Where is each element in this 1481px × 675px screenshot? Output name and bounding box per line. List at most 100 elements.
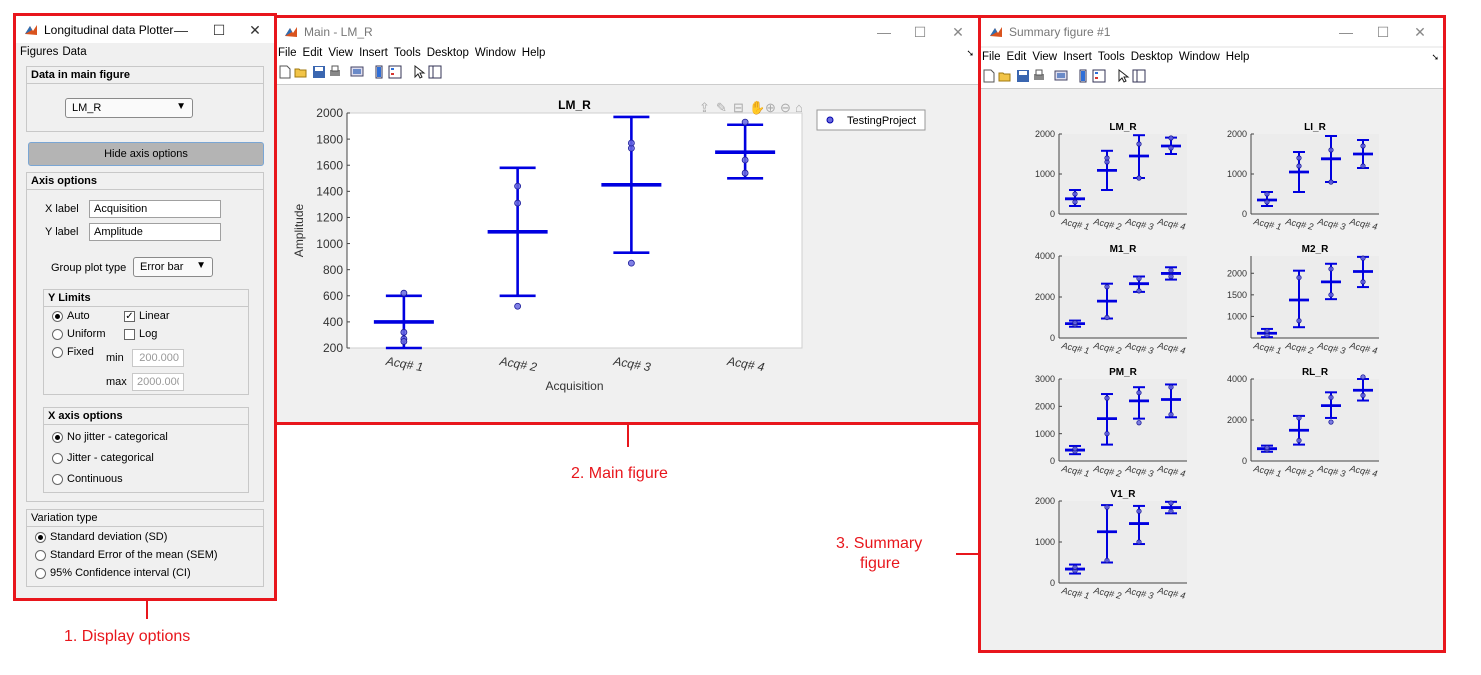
data-point [1168,500,1174,506]
close-button[interactable]: ✕ [952,24,964,40]
data-point [1328,292,1334,298]
no-jitter-radio[interactable] [52,432,63,443]
home-icon[interactable]: ⌂ [795,100,803,115]
legend-icon[interactable] [1092,69,1106,83]
menu-desktop[interactable]: Desktop [426,47,469,59]
main-titlebar[interactable]: Main - LM_R — ☐ ✕ [276,18,978,46]
menu-tools[interactable]: Tools [1097,51,1125,63]
y-tick-label: 1000 [1227,312,1247,322]
zoom-in-icon[interactable]: ⊕ [765,100,776,115]
figure-select[interactable]: LM_R ▼ [65,98,193,118]
log-checkbox[interactable] [124,329,135,340]
close-button[interactable]: ✕ [249,22,261,38]
brush-icon[interactable]: ✎ [716,100,727,115]
new-figure-icon[interactable] [278,65,292,79]
menu-file[interactable]: File [278,47,297,59]
group-plot-type-value: Error bar [140,261,184,273]
menu-insert[interactable]: Insert [1063,51,1092,63]
print-icon[interactable] [1032,69,1046,83]
legend[interactable]: TestingProject [816,109,926,131]
maximize-button[interactable]: ☐ [1376,24,1390,40]
sd-radio[interactable] [35,532,46,543]
fixed-radio[interactable] [52,347,63,358]
y-tick-label: 1000 [1035,537,1055,547]
colorbar-icon[interactable] [1076,69,1090,83]
property-inspector-icon[interactable] [428,65,442,79]
y-tick-label: 2000 [1227,129,1247,139]
close-button[interactable]: ✕ [1414,24,1426,40]
main-chart[interactable]: ⇪ ✎ ⊟ ✋ ⊕ ⊖ ⌂ 20040060080010001200140016… [276,86,978,416]
data-point [1104,284,1110,290]
min-input[interactable] [132,349,184,367]
data-point [1072,446,1078,452]
maximize-button[interactable]: ☐ [212,22,226,38]
summary-titlebar[interactable]: Summary figure #1 — ☐ ✕ [981,18,1443,46]
legend-icon[interactable] [388,65,402,79]
menu-desktop[interactable]: Desktop [1130,51,1173,63]
dock-arrow-icon[interactable]: ➘ [1431,52,1439,62]
minimize-button[interactable]: — [877,24,891,40]
data-point [1328,179,1334,185]
colorbar-icon[interactable] [372,65,386,79]
plotter-titlebar[interactable]: Longitudinal data Plotter — ☐ ✕ [16,16,274,44]
menu-edit[interactable]: Edit [302,47,323,59]
minimize-button[interactable]: — [1339,24,1353,40]
zoom-out-icon[interactable]: ⊖ [780,100,791,115]
linear-checkbox[interactable]: ✓ [124,311,135,322]
save-icon[interactable] [1016,69,1030,83]
max-input[interactable] [132,373,184,391]
data-point [1136,508,1142,514]
jitter-radio[interactable] [52,453,63,464]
menu-view[interactable]: View [1032,51,1058,63]
pointer-icon[interactable] [1116,69,1130,83]
link-plot-icon[interactable] [1054,69,1068,83]
new-figure-icon[interactable] [982,69,996,83]
y-tick-label: 1000 [316,237,343,251]
print-icon[interactable] [328,65,342,79]
data-point [1168,384,1174,390]
maximize-button[interactable]: ☐ [913,24,927,40]
y-tick-label: 2000 [1035,129,1055,139]
sem-radio[interactable] [35,550,46,561]
property-inspector-icon[interactable] [1132,69,1146,83]
data-point [514,182,522,190]
group-plot-type-select[interactable]: Error bar ▼ [133,257,213,277]
ci-radio[interactable] [35,568,46,579]
open-file-icon[interactable] [998,69,1012,83]
continuous-radio[interactable] [52,474,63,485]
menu-tools[interactable]: Tools [393,47,421,59]
ylabel-input[interactable] [89,223,221,241]
dock-arrow-icon[interactable]: ➘ [966,48,974,58]
menu-help[interactable]: Help [521,47,546,59]
menu-window[interactable]: Window [474,47,516,59]
data-point [1328,266,1334,272]
y-limits-panel: Y Limits Auto ✓ Linear Uniform Log Fixed… [43,289,249,395]
minimize-button[interactable]: — [174,22,188,38]
menu-window[interactable]: Window [1178,51,1220,63]
save-icon[interactable] [312,65,326,79]
y-tick-label: 0 [1050,578,1055,588]
y-tick-label: 0 [1242,209,1247,219]
menu-edit[interactable]: Edit [1006,51,1027,63]
data-point [400,338,408,345]
pointer-icon[interactable] [412,65,426,79]
axes-toolbar[interactable]: ⇪ ✎ ⊟ ✋ ⊕ ⊖ ⌂ [699,100,803,115]
xlabel-input[interactable] [89,200,221,218]
link-plot-icon[interactable] [350,65,364,79]
menu-file[interactable]: File [982,51,1001,63]
uniform-radio[interactable] [52,329,63,340]
data-point [1264,191,1270,197]
menu-view[interactable]: View [328,47,354,59]
datatip-icon[interactable]: ⊟ [733,100,744,115]
pan-icon[interactable]: ✋ [749,100,765,115]
export-icon[interactable]: ⇪ [699,100,710,115]
hide-axis-options-button[interactable]: Hide axis options [28,142,264,166]
open-file-icon[interactable] [294,65,308,79]
data-point [1136,539,1142,545]
auto-radio[interactable] [52,311,63,322]
menu-insert[interactable]: Insert [359,47,388,59]
menu-data[interactable]: Data [62,46,87,58]
menu-figures[interactable]: Figures [20,46,59,58]
menu-help[interactable]: Help [1225,51,1250,63]
